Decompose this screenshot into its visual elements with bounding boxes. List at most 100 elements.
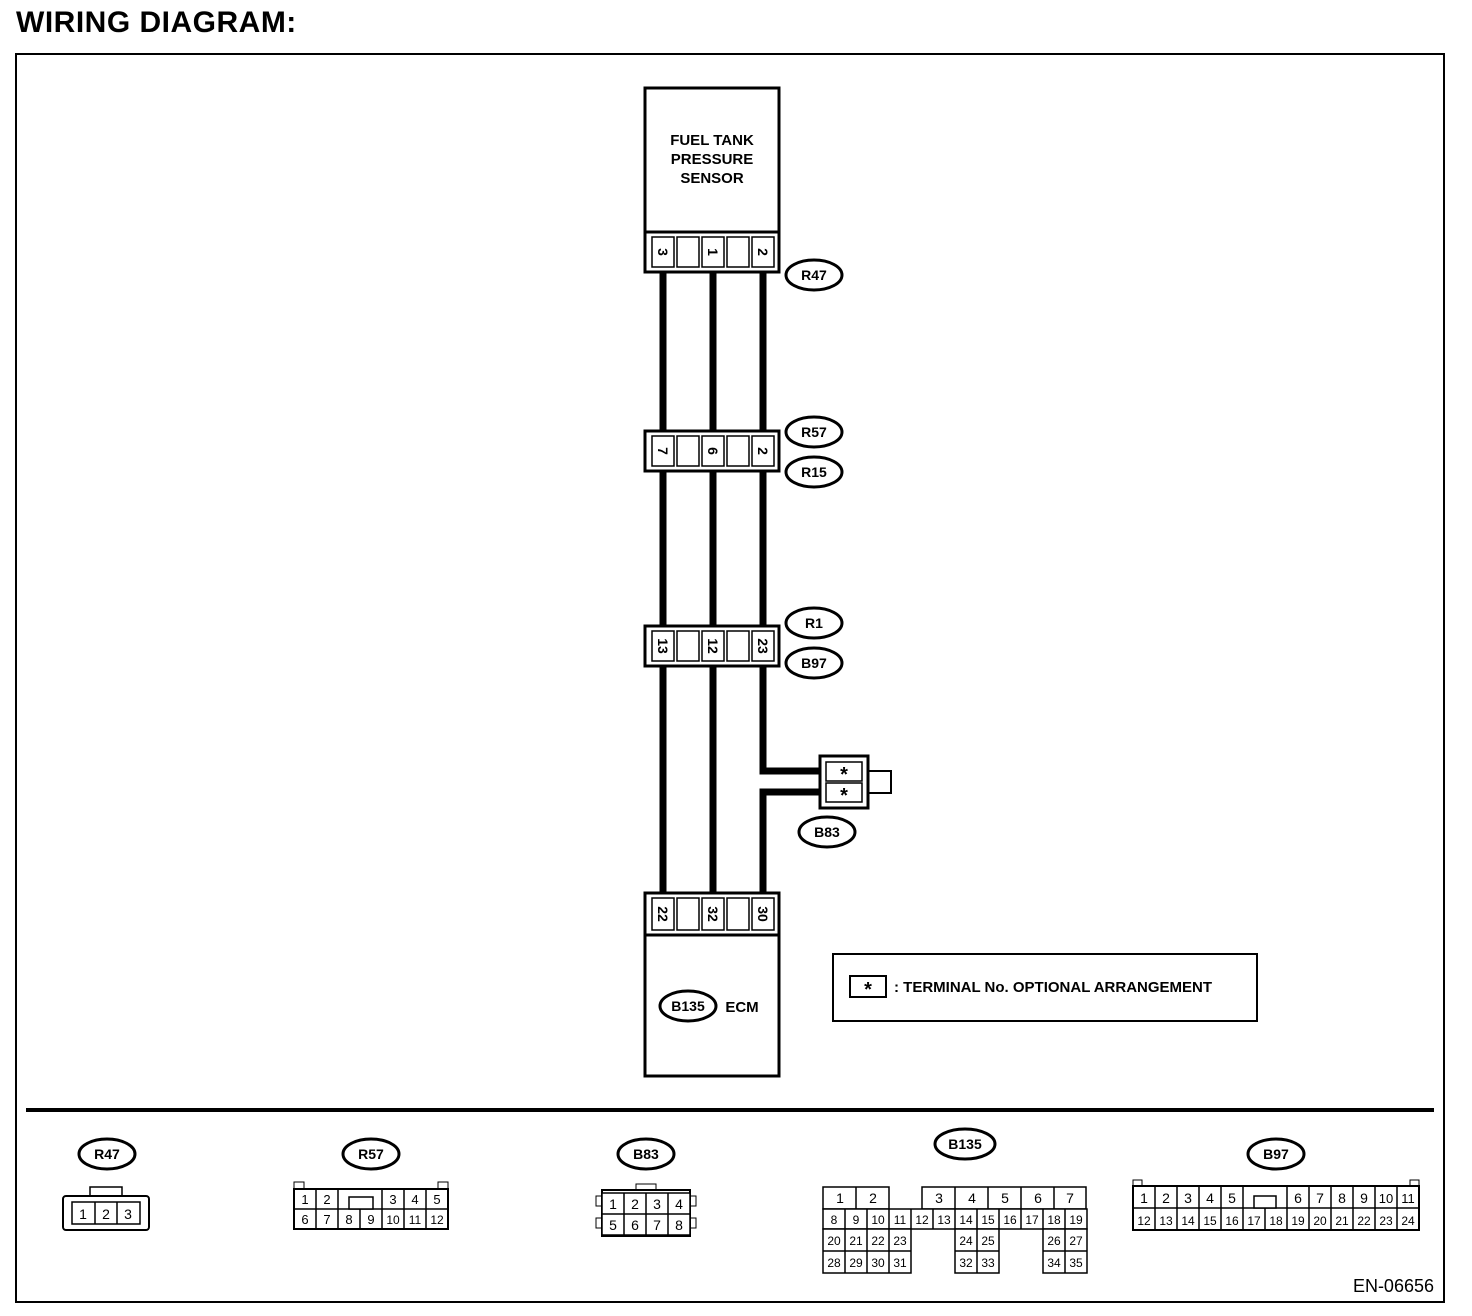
svg-text:17: 17 xyxy=(1025,1213,1039,1227)
svg-text:5: 5 xyxy=(609,1217,617,1233)
svg-text:10: 10 xyxy=(871,1213,885,1227)
svg-text:14: 14 xyxy=(959,1213,973,1227)
svg-text:3: 3 xyxy=(389,1192,396,1207)
svg-text:26: 26 xyxy=(1047,1234,1061,1248)
ecm-label: ECM xyxy=(725,999,758,1016)
svg-text:23: 23 xyxy=(1379,1214,1393,1228)
b83-pin-star-1: * xyxy=(840,764,848,786)
svg-text:2: 2 xyxy=(323,1192,330,1207)
r57-pin-2: 2 xyxy=(755,447,771,455)
svg-text:7: 7 xyxy=(653,1217,661,1233)
page-title: WIRING DIAGRAM: xyxy=(16,6,297,39)
svg-text:23: 23 xyxy=(893,1234,907,1248)
svg-text:2: 2 xyxy=(102,1206,110,1222)
svg-text:4: 4 xyxy=(675,1196,683,1212)
sensor-label-line-2: PRESSURE xyxy=(671,151,754,168)
svg-text:29: 29 xyxy=(849,1256,863,1270)
svg-text:5: 5 xyxy=(433,1192,440,1207)
svg-text:B135: B135 xyxy=(948,1136,982,1152)
connector-tag-r47: R47 xyxy=(784,258,844,292)
svg-text:34: 34 xyxy=(1047,1256,1061,1270)
svg-text:35: 35 xyxy=(1069,1256,1083,1270)
connector-view-r47: R47 1 2 3 xyxy=(62,1137,150,1231)
sensor-label-line-1: FUEL TANK xyxy=(670,132,754,149)
svg-text:24: 24 xyxy=(959,1234,973,1248)
connector-view-r57: R57 1 2 3 4 5 6 7 8 9 10 11 12 xyxy=(293,1137,449,1230)
svg-text:5: 5 xyxy=(1228,1190,1236,1206)
svg-text:20: 20 xyxy=(827,1234,841,1248)
svg-text:24: 24 xyxy=(1401,1214,1415,1228)
legend-text: : TERMINAL No. OPTIONAL ARRANGEMENT xyxy=(894,979,1212,996)
svg-text:21: 21 xyxy=(1335,1214,1349,1228)
svg-text:3: 3 xyxy=(935,1190,943,1206)
svg-text:15: 15 xyxy=(981,1213,995,1227)
svg-text:1: 1 xyxy=(1140,1190,1148,1206)
svg-text:8: 8 xyxy=(831,1213,838,1227)
b135-pin-32: 32 xyxy=(705,906,721,922)
svg-text:16: 16 xyxy=(1003,1213,1017,1227)
svg-text:R1: R1 xyxy=(805,615,823,631)
connector-tag-r57: R57 xyxy=(784,415,844,449)
svg-text:7: 7 xyxy=(1316,1190,1324,1206)
svg-text:R57: R57 xyxy=(358,1146,384,1162)
svg-text:16: 16 xyxy=(1225,1214,1239,1228)
svg-text:31: 31 xyxy=(893,1256,907,1270)
svg-text:18: 18 xyxy=(1269,1214,1283,1228)
svg-text:8: 8 xyxy=(345,1212,352,1227)
svg-text:27: 27 xyxy=(1069,1234,1083,1248)
svg-text:6: 6 xyxy=(301,1212,308,1227)
svg-text:13: 13 xyxy=(937,1213,951,1227)
svg-text:28: 28 xyxy=(827,1256,841,1270)
svg-text:20: 20 xyxy=(1313,1214,1327,1228)
svg-text:11: 11 xyxy=(894,1213,907,1227)
connector-view-b135: B135 1 2 3 4 5 6 7 8 xyxy=(822,1127,1088,1274)
wire-c-to-b83 xyxy=(759,666,822,775)
svg-text:B135: B135 xyxy=(671,998,705,1014)
connector-tag-b83: B83 xyxy=(797,815,857,849)
svg-text:2: 2 xyxy=(869,1190,877,1206)
svg-text:12: 12 xyxy=(915,1213,929,1227)
r57-pin-6: 6 xyxy=(705,447,721,455)
svg-text:32: 32 xyxy=(959,1256,973,1270)
svg-text:9: 9 xyxy=(853,1213,860,1227)
wire-b83-to-ecm xyxy=(759,788,822,895)
r47-pin-3: 3 xyxy=(655,248,671,256)
legend: * : TERMINAL No. OPTIONAL ARRANGEMENT xyxy=(832,953,1258,1022)
wire-harness xyxy=(659,271,822,895)
svg-text:2: 2 xyxy=(631,1196,639,1212)
svg-text:3: 3 xyxy=(653,1196,661,1212)
svg-text:B83: B83 xyxy=(814,824,840,840)
svg-text:33: 33 xyxy=(981,1256,995,1270)
connector-view-b83: B83 1 2 3 4 5 6 7 8 xyxy=(595,1137,697,1237)
b83-pin-star-2: * xyxy=(840,785,848,807)
connector-tag-r1: R1 xyxy=(784,606,844,640)
svg-text:R47: R47 xyxy=(801,267,827,283)
svg-text:7: 7 xyxy=(1066,1190,1074,1206)
svg-text:B97: B97 xyxy=(1263,1146,1289,1162)
connector-r47: 3 1 2 xyxy=(643,230,781,274)
r47-pin-1: 1 xyxy=(705,248,721,256)
connector-tag-r15: R15 xyxy=(784,455,844,489)
svg-text:B97: B97 xyxy=(801,655,827,671)
svg-text:6: 6 xyxy=(1294,1190,1302,1206)
svg-text:1: 1 xyxy=(836,1190,844,1206)
svg-text:22: 22 xyxy=(871,1234,885,1248)
ecm-connector-tag-b135: B135 xyxy=(658,989,718,1023)
r1-pin-13: 13 xyxy=(655,638,671,654)
svg-text:9: 9 xyxy=(367,1212,374,1227)
svg-text:18: 18 xyxy=(1047,1213,1061,1227)
connector-r1-b97: 13 12 23 xyxy=(643,624,781,668)
svg-text:9: 9 xyxy=(1360,1190,1368,1206)
svg-text:25: 25 xyxy=(981,1234,995,1248)
r1-pin-12: 12 xyxy=(705,638,721,654)
svg-text:19: 19 xyxy=(1069,1213,1083,1227)
svg-text:14: 14 xyxy=(1181,1214,1195,1228)
b135-pin-30: 30 xyxy=(755,906,771,922)
connector-tag-b97: B97 xyxy=(784,646,844,680)
svg-text:21: 21 xyxy=(849,1234,863,1248)
svg-text:7: 7 xyxy=(323,1212,330,1227)
svg-text:10: 10 xyxy=(1379,1191,1393,1206)
svg-text:4: 4 xyxy=(968,1190,976,1206)
svg-text:R15: R15 xyxy=(801,464,827,480)
